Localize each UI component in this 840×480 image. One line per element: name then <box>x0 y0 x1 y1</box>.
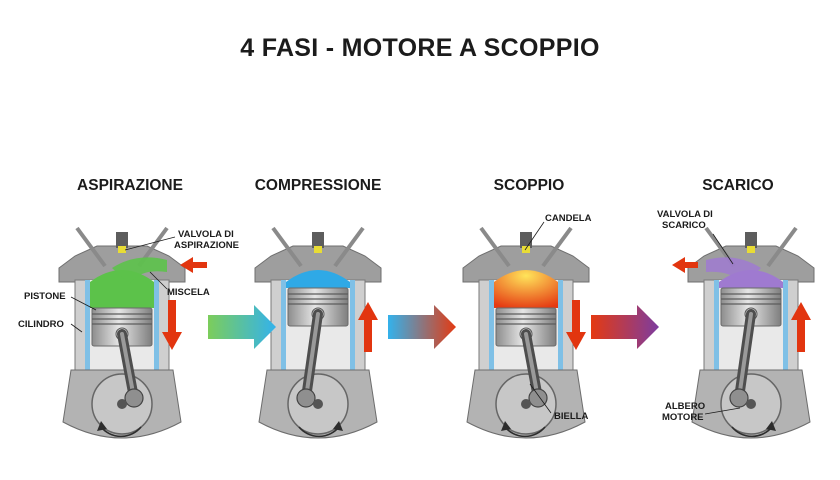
page-title: 4 FASI - MOTORE A SCOPPIO <box>240 34 600 62</box>
label-crankshaft-line2: MOTORE <box>662 412 704 423</box>
combustion-chamber-gas <box>494 270 558 308</box>
crank-pin <box>296 388 316 408</box>
exhaust-valve-stem <box>766 226 798 268</box>
crank-rotation-arrow <box>504 426 546 438</box>
intake-valve-stem <box>479 226 511 268</box>
spark-plug <box>116 232 128 248</box>
engine-compressione <box>254 226 382 439</box>
crank-pin <box>729 388 749 408</box>
spark-plug-tip <box>747 246 755 253</box>
crank-rotation-arrowhead <box>766 421 776 431</box>
phase-title-compressione: COMPRESSIONE <box>254 177 382 194</box>
main-bearing <box>117 399 127 409</box>
phase-title-scarico: SCARICO <box>702 177 774 194</box>
engine-aspirazione <box>58 226 186 439</box>
label-connecting-rod: BIELLA <box>554 411 589 422</box>
label-exhaust-valve-line1: VALVOLA DI <box>657 209 713 220</box>
label-intake-valve-line2: ASPIRAZIONE <box>174 240 239 251</box>
combustion-chamber-gas <box>286 270 350 288</box>
connecting-rod-highlight <box>737 312 753 400</box>
spark-plug-tip <box>522 246 530 253</box>
intake-valve-stem <box>75 226 107 268</box>
main-bearing <box>521 399 531 409</box>
intake-valve-stem <box>271 226 303 268</box>
spark-plug <box>312 232 324 248</box>
piston-motion-arrow <box>566 300 586 350</box>
main-bearing <box>746 399 756 409</box>
label-exhaust-valve-line2: SCARICO <box>662 220 706 231</box>
connecting-rod-highlight <box>120 332 136 400</box>
phase-title-aspirazione: ASPIRAZIONE <box>77 177 183 194</box>
intake-port-gas <box>112 257 167 284</box>
label-cylinder: CILINDRO <box>18 319 64 330</box>
crank-rotation-arrow <box>298 426 340 438</box>
label-spark-plug: CANDELA <box>545 213 592 224</box>
spark-plug-tip <box>314 246 322 253</box>
label-mixture: MISCELA <box>167 287 210 298</box>
piston-motion-arrow <box>358 302 378 352</box>
label-piston: PISTONE <box>24 291 66 302</box>
label-intake-valve-line1: VALVOLA DI <box>178 229 234 240</box>
engine-scoppio <box>462 226 590 439</box>
crank-rotation-arrowhead <box>333 421 343 431</box>
transition-arrow-shape <box>591 305 659 349</box>
transition-arrow-shape <box>388 305 456 349</box>
connecting-rod-highlight <box>304 312 320 400</box>
crank-rotation-arrow <box>100 426 142 438</box>
spark-plug-tip <box>118 246 126 253</box>
crank-rotation-arrowhead <box>501 421 511 431</box>
transition-arrow-1 <box>208 305 276 349</box>
exhaust-valve-stem <box>541 226 573 268</box>
phase-title-scoppio: SCOPPIO <box>493 177 565 194</box>
piston-motion-arrow <box>791 302 811 352</box>
transition-arrow-3 <box>591 305 659 349</box>
spark-plug <box>745 232 757 248</box>
label-crankshaft-line1: ALBERO <box>665 401 706 412</box>
main-bearing <box>313 399 323 409</box>
crank-rotation-arrowhead <box>97 421 107 431</box>
crank-rotation-arrow <box>731 426 773 438</box>
piston-motion-arrow <box>162 300 182 350</box>
transition-arrow-shape <box>208 305 276 349</box>
crank-pin <box>528 388 548 408</box>
engine-scarico <box>687 226 815 439</box>
crank-pin <box>124 388 144 408</box>
transition-arrow-2 <box>388 305 456 349</box>
combustion-chamber-gas <box>90 270 154 308</box>
spark-plug <box>520 232 532 248</box>
exhaust-valve-stem <box>333 226 365 268</box>
